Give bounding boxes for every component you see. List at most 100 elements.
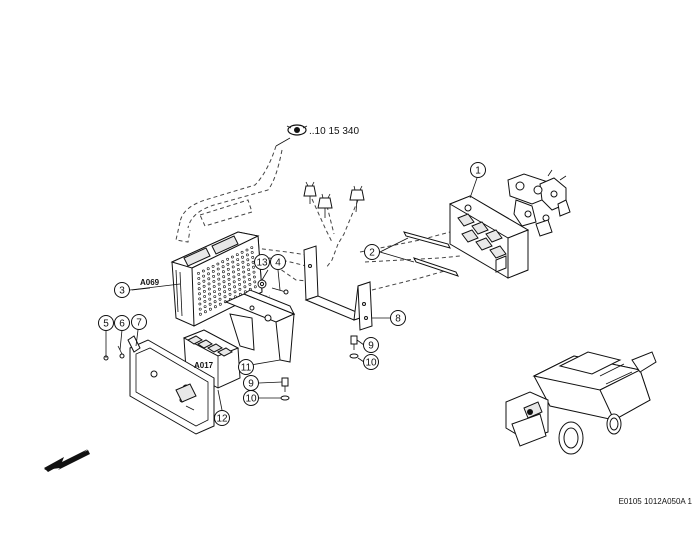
vent-hole [223,290,227,294]
vent-hole [197,277,201,280]
svg-text:12: 12 [216,414,228,425]
svg-text:1: 1 [475,166,481,177]
vent-hole [237,277,241,281]
vent-hole [248,278,251,281]
vent-hole [247,273,251,276]
vent-hole [231,265,235,269]
fasteners-9-10-lower [280,377,290,401]
vent-hole [246,263,250,267]
vent-hole [232,275,236,279]
svg-text:9: 9 [248,379,254,390]
callout-10-lower: 10 [243,390,259,406]
vent-hole [238,287,242,291]
vent-hole [221,270,225,274]
svg-text:A069: A069 [140,278,160,287]
valve-assembly [507,169,571,237]
vent-hole [236,263,240,267]
vent-hole [217,282,221,286]
vent-hole [240,250,244,254]
vent-hole [226,262,230,266]
callout-9-lower: 9 [243,375,259,391]
hardware-13-4 [257,279,289,295]
callout-5: 5 [98,315,114,331]
vent-hole [241,260,245,264]
vent-hole [218,297,222,301]
vent-hole [227,282,231,286]
vent-hole [236,258,240,262]
vent-hole [243,280,246,284]
vent-hole [241,255,244,259]
vent-hole [232,280,236,284]
vent-hole [237,273,241,276]
vent-hole [227,277,231,281]
callout-3: 3 [114,282,130,298]
vent-hole [251,260,255,264]
vent-hole [253,280,257,284]
callout-7: 7 [131,314,147,330]
vent-hole [217,287,221,291]
vent-hole [198,312,202,316]
vent-hole [248,282,252,286]
connector-plug [303,181,317,204]
vent-hole [252,265,255,269]
harvester-thumbnail [505,351,657,455]
vent-hole [232,270,235,274]
vent-hole [213,300,217,304]
vent-hole [222,285,226,289]
vent-hole [198,302,202,306]
vent-hole [208,307,212,311]
vent-hole [233,285,237,289]
vent-hole [223,295,227,299]
vent-hole [198,307,202,311]
svg-text:2: 2 [369,248,375,259]
vent-hole [213,290,216,294]
vent-hole [207,287,211,291]
bracket-8 [303,245,373,331]
fasteners-9-10-upper [349,335,359,359]
svg-text:9: 9 [368,341,374,352]
vent-hole [207,277,211,281]
svg-text:10: 10 [365,358,377,369]
vent-hole [212,280,216,283]
vent-hole [222,280,226,284]
vent-hole [250,246,254,250]
vent-hole [228,292,232,296]
vent-hole [227,272,231,276]
callout-4: 4 [270,254,286,270]
eye-icon [286,124,308,136]
vent-hole [208,292,212,296]
vent-hole [203,310,207,314]
vent-hole [198,292,201,296]
reference-text: ..10 15 340 [309,126,359,137]
mounting-plate-7 [127,335,215,435]
vent-grid [197,246,257,316]
vent-hole [242,270,246,274]
vent-hole [242,275,246,279]
vent-hole [222,275,226,279]
vent-hole [206,267,210,271]
vent-hole [201,269,205,273]
vent-hole [216,267,220,271]
callout-13: 13 [254,254,270,270]
vent-hole [213,305,217,309]
svg-text:11: 11 [241,363,252,374]
part-code-a017-label: A017 [194,361,214,370]
vent-hole [231,260,235,264]
callout-6: 6 [114,315,130,331]
vent-hole [245,248,249,252]
vent-hole [202,279,206,283]
svg-text:8: 8 [395,314,401,325]
vent-hole [211,269,215,273]
callout-2: 2 [364,244,380,260]
vent-hole [252,270,256,274]
strips-2 [403,231,459,277]
vent-hole [221,265,225,269]
vent-hole [203,300,207,303]
vent-hole [230,255,234,259]
vent-hole [211,264,215,268]
screws-5-6 [103,345,125,361]
part-code-a069-label: A069 [131,278,160,291]
fuse-box-1 [448,195,530,279]
drawing-code: E0105 1012A050A 1 [618,497,692,506]
